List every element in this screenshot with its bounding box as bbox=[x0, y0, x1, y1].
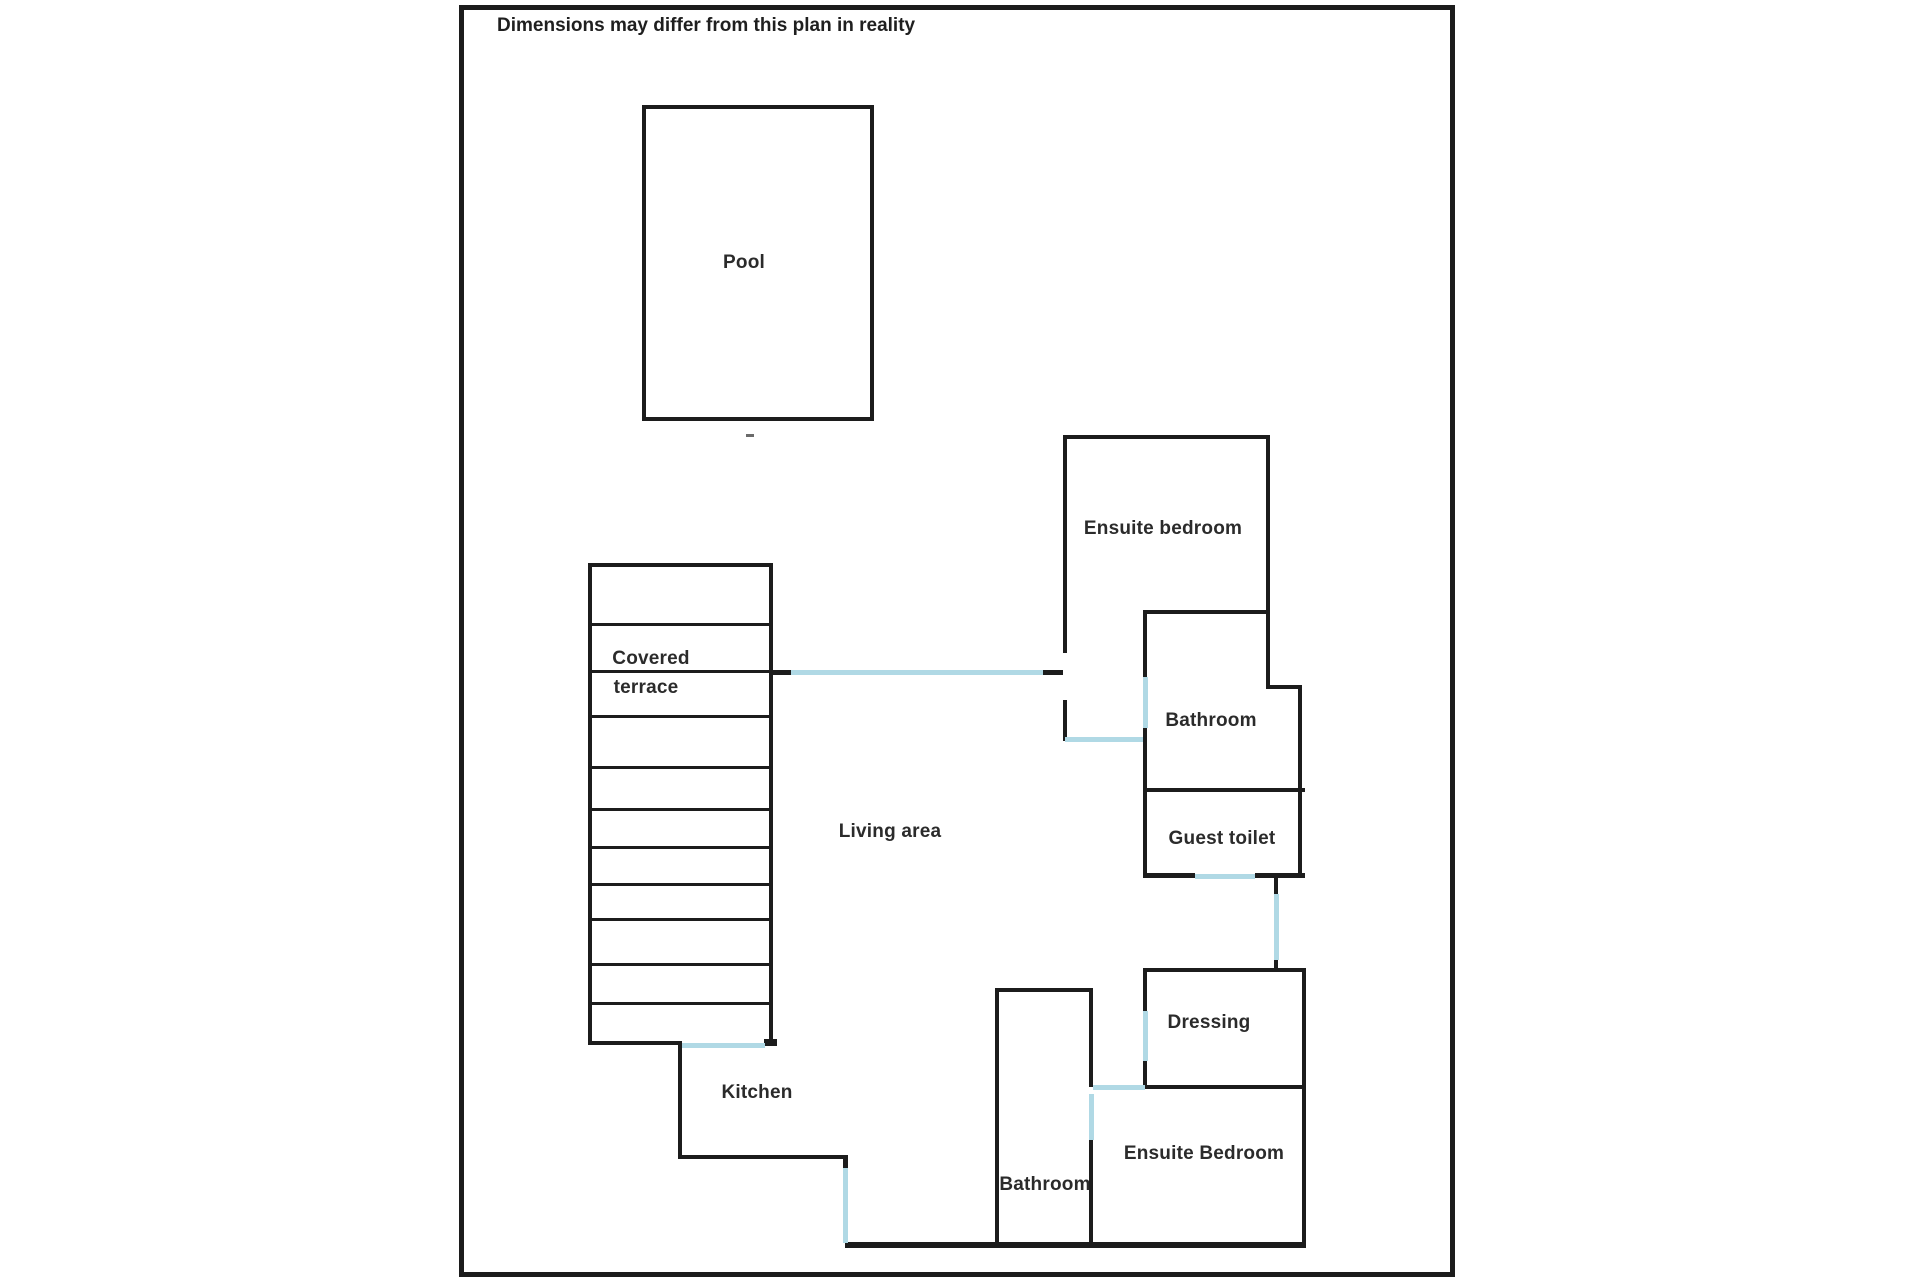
wall-guest-toilet-bottom-right bbox=[1255, 873, 1305, 878]
door-dressing-door bbox=[1143, 1011, 1148, 1061]
wall-dressing-left-upper bbox=[1143, 968, 1147, 1012]
room-label-bathroom-bottom: Bathroom bbox=[999, 1174, 1091, 1195]
wall-terrace-slat-2 bbox=[588, 670, 773, 673]
wall-terrace-slat-10 bbox=[588, 1002, 773, 1005]
wall-kitchen-bottom bbox=[678, 1155, 848, 1159]
room-label-kitchen: Kitchen bbox=[721, 1082, 793, 1103]
wall-terrace-slat-9 bbox=[588, 963, 773, 966]
wall-terrace-slat-8 bbox=[588, 918, 773, 921]
wall-terrace-slat-5 bbox=[588, 808, 773, 811]
wall-terrace-bottom-black bbox=[588, 1041, 682, 1045]
wall-kitchen-bottom-tick bbox=[843, 1155, 848, 1169]
wall-terrace-slat-7 bbox=[588, 883, 773, 886]
wall-bedroom2-right bbox=[1302, 968, 1306, 1247]
wall-dressing-bottom bbox=[1143, 1085, 1306, 1089]
wall-bedroom1-left-lower bbox=[1063, 700, 1067, 741]
artifact-stray-dash-below-pool bbox=[746, 434, 754, 437]
door-guest-toilet-door bbox=[1195, 874, 1255, 879]
door-entry-door bbox=[843, 1168, 848, 1243]
door-vestibule-glass bbox=[1065, 737, 1143, 742]
room-label-guest-toilet: Guest toilet bbox=[1168, 828, 1276, 849]
wall-bathroom2-right-upper bbox=[1089, 988, 1093, 1087]
wall-terrace-slat-6 bbox=[588, 846, 773, 849]
wall-terrace-slat-4 bbox=[588, 766, 773, 769]
room-label-ensuite-bedroom-top: Ensuite bedroom bbox=[1083, 518, 1243, 539]
door-bathroom1-door bbox=[1143, 677, 1148, 728]
wall-bedroom1-top bbox=[1063, 435, 1270, 439]
room-label-pool: Pool bbox=[723, 252, 765, 273]
wall-corridor-glass-cap-right bbox=[1043, 670, 1063, 675]
wall-bedroom1-left-upper bbox=[1063, 435, 1067, 653]
wall-guest-toilet-left bbox=[1143, 792, 1147, 877]
door-living-area-glass bbox=[791, 670, 1043, 675]
door-dressing-bedroom2-link bbox=[1093, 1085, 1145, 1090]
wall-corridor-glass-cap-left bbox=[769, 670, 792, 675]
wall-pool-top bbox=[642, 105, 874, 109]
room-label-covered-terrace-line1: Covered bbox=[612, 648, 690, 669]
wall-terrace-right bbox=[769, 563, 773, 1045]
wall-pool-left bbox=[642, 105, 646, 421]
wall-kitchen-left bbox=[678, 1045, 682, 1159]
wall-bathroom1-step bbox=[1266, 685, 1302, 689]
wall-guest-toilet-bottom-left bbox=[1143, 873, 1195, 878]
wall-passage-tick-bottom bbox=[1274, 958, 1278, 970]
wall-terrace-slat-3 bbox=[588, 715, 773, 718]
door-kitchen-terrace-door bbox=[682, 1043, 765, 1048]
wall-terrace-top bbox=[588, 563, 773, 567]
room-label-living-area: Living area bbox=[838, 821, 942, 842]
wall-bathroom2-right-lower bbox=[1089, 1140, 1093, 1244]
wall-bedroom1-right bbox=[1266, 435, 1270, 689]
door-hall-passage bbox=[1274, 894, 1279, 960]
wall-outer-border-left bbox=[459, 5, 464, 1277]
wall-bathroom2-left bbox=[995, 988, 999, 1247]
wall-pool-bottom bbox=[642, 417, 874, 421]
wall-house-bottom bbox=[845, 1242, 1306, 1248]
room-label-dressing: Dressing bbox=[1167, 1012, 1251, 1033]
wall-outer-border-bottom bbox=[459, 1272, 1455, 1277]
wall-pool-right bbox=[870, 105, 874, 421]
wall-bathroom1-left-upper bbox=[1143, 610, 1147, 677]
wall-terrace-left bbox=[588, 563, 592, 1045]
room-label-bathroom-top: Bathroom bbox=[1165, 710, 1257, 731]
wall-dressing-left-lower bbox=[1143, 1060, 1147, 1089]
wall-bathroom2-top bbox=[995, 988, 1092, 992]
wall-terrace-bottom-corner bbox=[764, 1039, 777, 1046]
room-label-ensuite-bedroom-bottom: Ensuite Bedroom bbox=[1123, 1143, 1285, 1164]
wall-bathroom1-guest-divider bbox=[1143, 788, 1305, 792]
plan-disclaimer-text: Dimensions may differ from this plan in … bbox=[497, 15, 916, 36]
wall-passage-tick-top bbox=[1274, 877, 1278, 895]
wall-outer-border-right bbox=[1450, 5, 1455, 1277]
wall-bedroom1-bottom bbox=[1145, 610, 1268, 614]
door-bedroom2-door bbox=[1089, 1094, 1094, 1140]
room-label-covered-terrace-line2: terrace bbox=[613, 677, 679, 698]
wall-dressing-top bbox=[1143, 968, 1306, 972]
wall-outer-border-top bbox=[459, 5, 1455, 10]
wall-bathroom1-left-lower bbox=[1143, 728, 1147, 792]
wall-bathroom1-right-lower bbox=[1298, 685, 1302, 877]
wall-terrace-slat-1 bbox=[588, 623, 773, 626]
